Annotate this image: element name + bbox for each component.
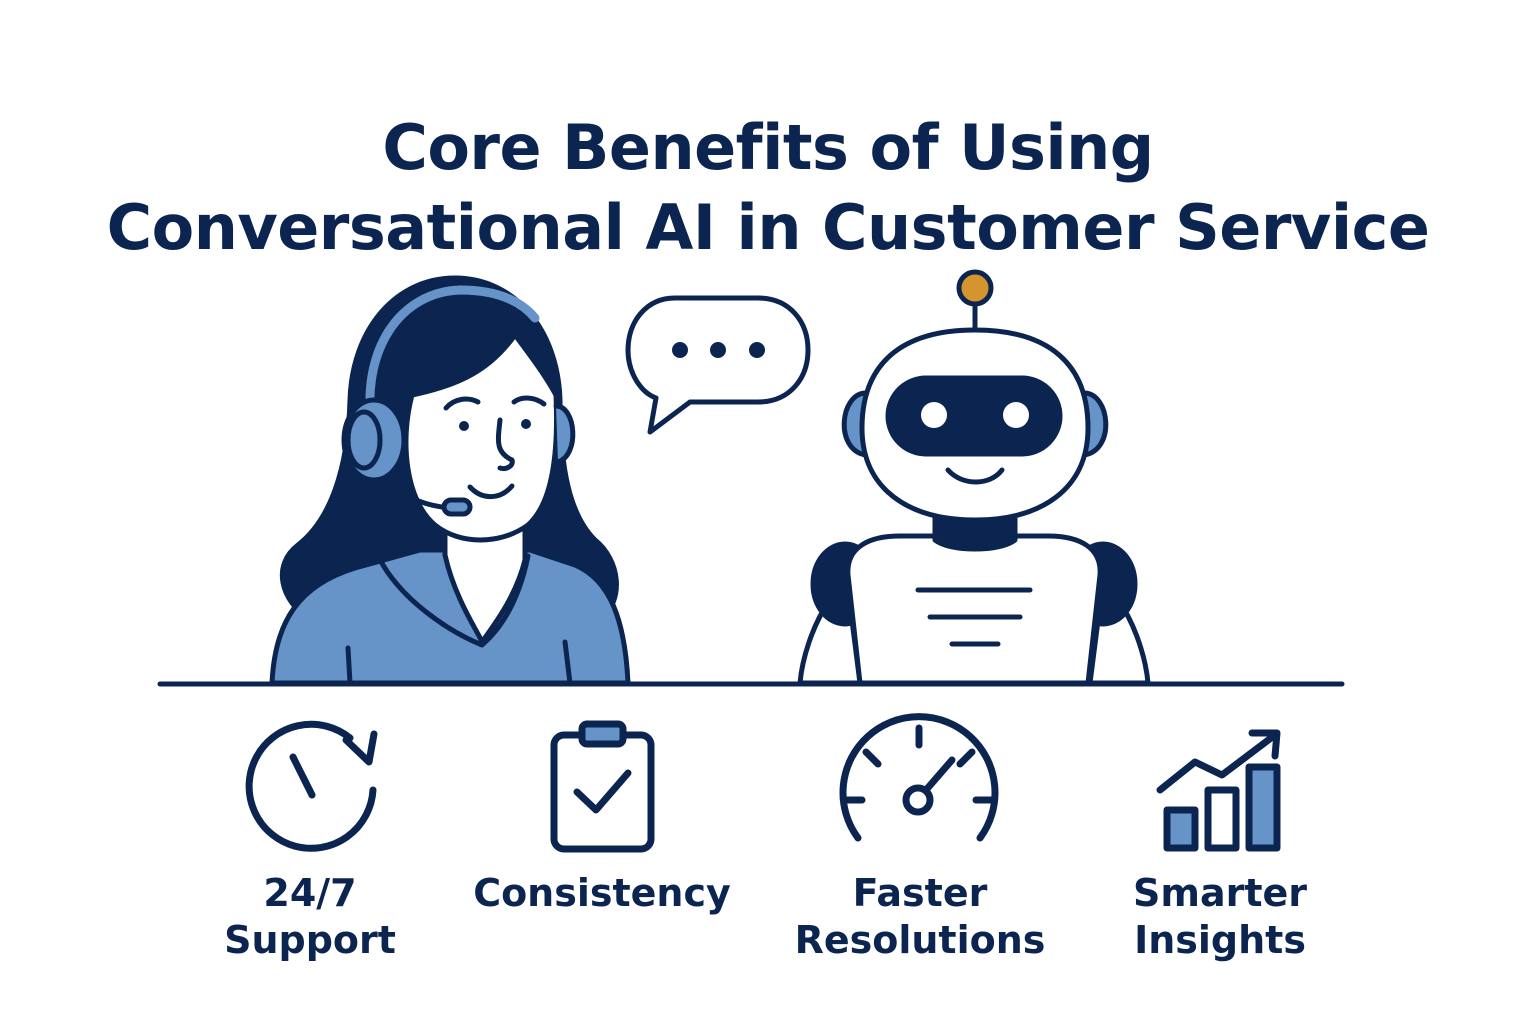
page-title: Core Benefits of Using Conversational AI… [0, 108, 1536, 268]
clipboard-check [573, 769, 632, 814]
agent-eye-right [521, 419, 531, 429]
agent-shirt-seam-left [345, 645, 353, 686]
agent-earcup-inner [345, 409, 383, 471]
headset-agent-illustration [269, 275, 631, 686]
benefit-smarter-insights: Smarter Insights [1100, 870, 1340, 964]
growth-bar-2 [1204, 786, 1240, 852]
robot-torso [845, 533, 1103, 686]
speech-bubble-outline [625, 295, 811, 435]
growth-trend-line [1156, 731, 1279, 794]
growth-bar-1 [1163, 806, 1199, 852]
agent-ear-right [553, 403, 576, 465]
clock-circle [245, 720, 377, 852]
agent-face [403, 332, 560, 543]
speedometer-tick-tl [862, 748, 882, 768]
agent-brow-left [443, 396, 481, 411]
speedometer-tick-tr [956, 748, 976, 768]
growth-chart-icon [1156, 729, 1281, 852]
speedometer-needle [922, 756, 956, 794]
clipboard-clip [578, 720, 627, 748]
speech-dot-2 [710, 342, 726, 358]
benefit-faster-resolutions: Faster Resolutions [780, 870, 1060, 964]
clock-hands [289, 753, 316, 799]
agent-headband [365, 285, 540, 435]
robot-antenna-bulb [956, 269, 994, 307]
benefit-label-line-2: Support [224, 918, 396, 962]
robot-visor [885, 375, 1063, 457]
benefit-label-line-1: Faster [852, 871, 988, 915]
speedometer-hub [902, 784, 934, 816]
agent-brow-right [511, 395, 547, 407]
agent-eye-left [459, 421, 469, 431]
speedometer-arc [839, 713, 999, 842]
agent-mic [441, 497, 473, 517]
clipboard-board [550, 731, 655, 853]
agent-shirt-seam-right [562, 639, 573, 686]
benefit-label-line-2: Resolutions [794, 918, 1046, 962]
benefit-label-line-1: 24/7 [263, 871, 357, 915]
clock-refresh-icon [245, 720, 378, 852]
page-title-line-1: Core Benefits of Using [382, 110, 1154, 184]
benefit-label-line-2: Insights [1134, 918, 1306, 962]
benefit-label-line-1: Smarter [1132, 871, 1308, 915]
speedometer-icon [839, 713, 999, 842]
agent-mouth [467, 483, 515, 500]
benefit-consistency: Consistency [470, 870, 734, 917]
clipboard-check-icon [550, 720, 655, 853]
robot-eye-right [1003, 402, 1029, 428]
agent-collar [375, 553, 531, 648]
speech-bubble-icon [625, 295, 811, 435]
benefit-label-line-1: Consistency [473, 871, 731, 915]
page-title-line-2: Conversational AI in Customer Service [106, 190, 1430, 264]
speech-dot-1 [672, 342, 688, 358]
growth-trend-arrowhead [1248, 729, 1281, 760]
robot-illustration [797, 269, 1151, 686]
speech-dot-3 [749, 342, 765, 358]
growth-bar-3 [1245, 763, 1281, 852]
robot-smile [945, 467, 1005, 485]
benefit-24-7-support: 24/7 Support [210, 870, 410, 964]
clock-refresh-arrow [342, 730, 378, 766]
agent-nose [495, 417, 515, 471]
robot-eye-left [921, 402, 947, 428]
